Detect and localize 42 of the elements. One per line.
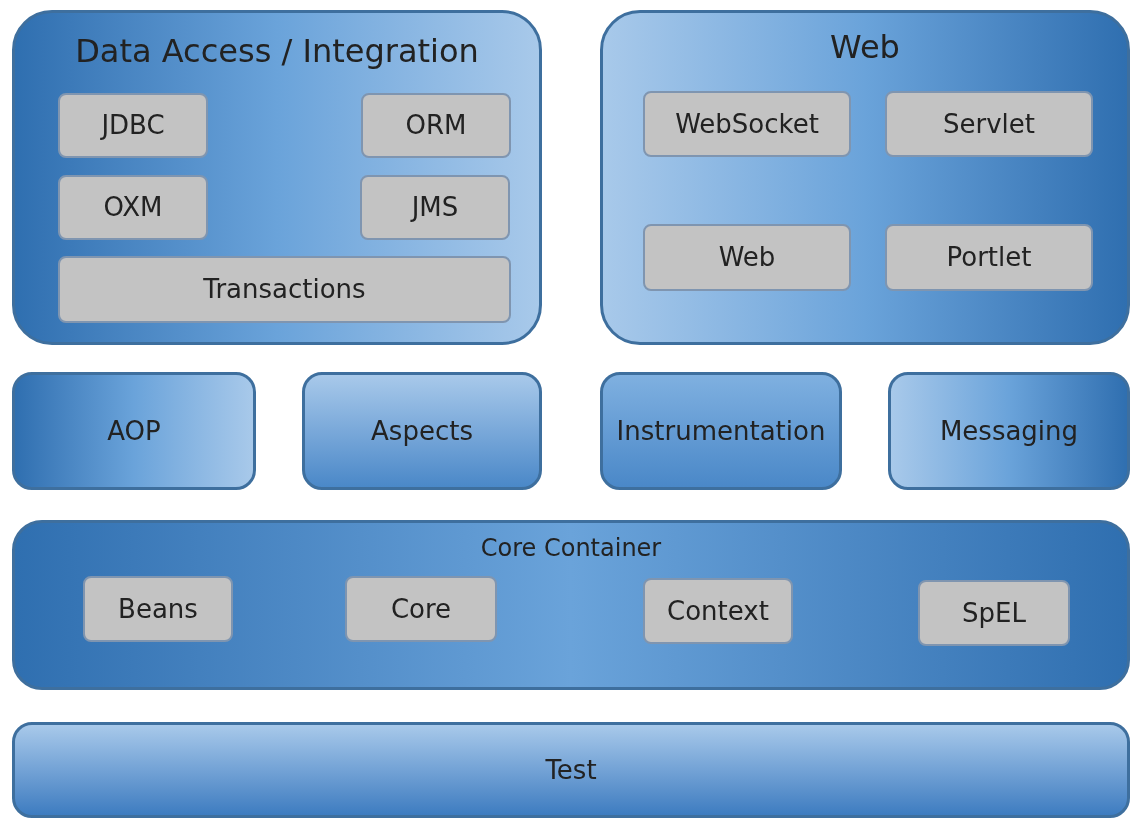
- module-box: [643, 91, 851, 157]
- module-label: AOP: [107, 414, 161, 448]
- module-label: JDBC: [101, 109, 165, 142]
- module-panel: [600, 372, 842, 490]
- module-box: [58, 256, 511, 323]
- module-label: SpEL: [962, 596, 1026, 630]
- module-box: [360, 175, 510, 240]
- module-label: Beans: [118, 592, 198, 626]
- module-label: Transactions: [203, 273, 366, 306]
- panel-title: Web: [830, 27, 900, 67]
- module-label: Core: [390, 592, 452, 626]
- layer-panel: [600, 10, 1130, 345]
- panel-title: Data Access / Integration: [75, 31, 479, 71]
- module-label: Test: [545, 753, 597, 787]
- module-label: Web: [718, 241, 776, 274]
- module-box: [345, 576, 497, 642]
- module-label: Context: [667, 594, 769, 628]
- module-label: WebSocket: [675, 107, 819, 141]
- layer-panel: [12, 10, 542, 345]
- module-box: [643, 578, 793, 644]
- module-label: OXM: [103, 191, 163, 224]
- module-label: Instrumentation: [616, 414, 826, 448]
- module-box: [885, 224, 1093, 291]
- module-box: [643, 224, 851, 291]
- module-box: [918, 580, 1070, 646]
- module-label: Portlet: [946, 241, 1032, 274]
- module-box: [885, 91, 1093, 157]
- module-panel: [888, 372, 1130, 490]
- module-box: [58, 175, 208, 240]
- panel-title: Core Container: [480, 533, 662, 563]
- module-box: [361, 93, 511, 158]
- module-panel: [302, 372, 542, 490]
- module-label: ORM: [405, 109, 467, 142]
- module-box: [83, 576, 233, 642]
- module-box: [58, 93, 208, 158]
- module-label: Servlet: [943, 107, 1035, 141]
- module-label: Messaging: [939, 414, 1079, 448]
- layer-panel: [12, 520, 1130, 690]
- module-label: JMS: [411, 191, 459, 224]
- module-panel: [12, 722, 1130, 818]
- module-label: Aspects: [371, 414, 473, 448]
- module-panel: [12, 372, 256, 490]
